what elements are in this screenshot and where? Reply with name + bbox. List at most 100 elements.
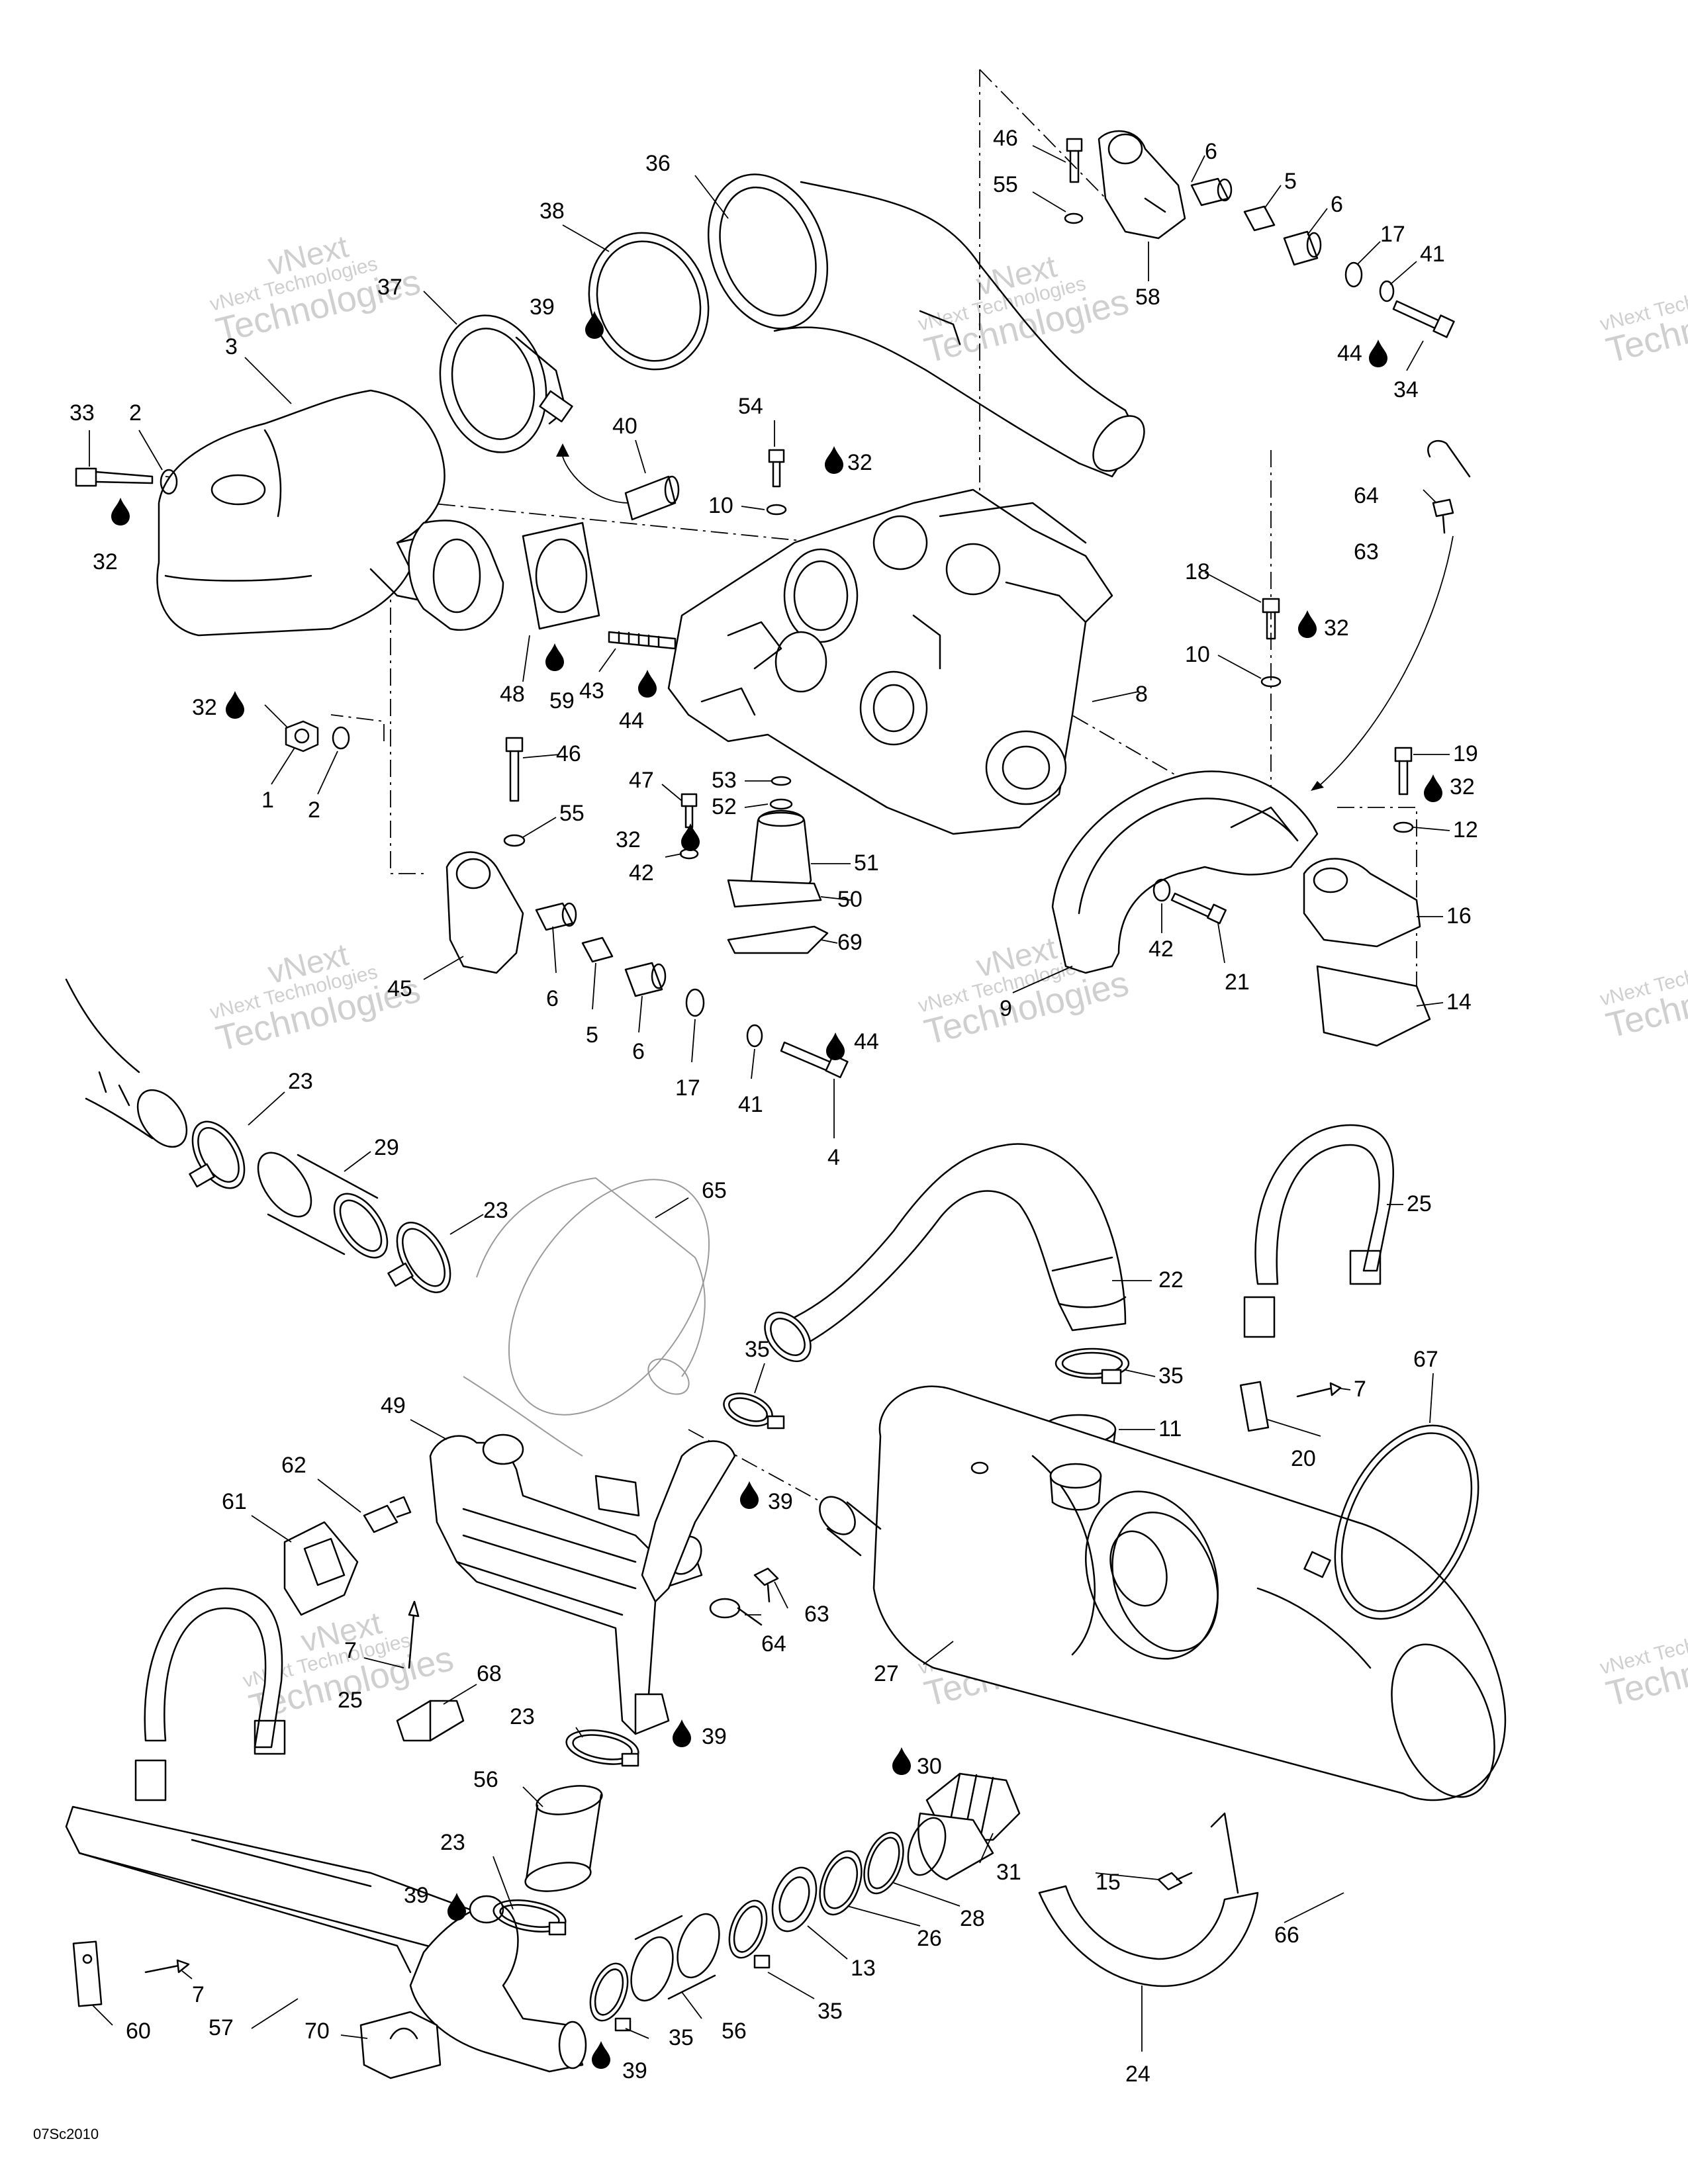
callout-5-mid: 5: [586, 1023, 598, 1048]
plate-14: [1316, 965, 1431, 1047]
callout-5-upper: 5: [1284, 169, 1297, 194]
callout-31: 31: [996, 1860, 1021, 1885]
callout-52: 52: [712, 794, 737, 819]
callout-14: 14: [1446, 989, 1472, 1015]
tailpipe-31: [907, 1772, 1021, 1881]
callout-22: 22: [1158, 1267, 1184, 1293]
callout-28: 28: [960, 1906, 985, 1931]
callout-35-lower: 35: [669, 2025, 694, 2050]
ring-26: [819, 1850, 863, 1916]
bracket-45: [445, 851, 524, 974]
callout-65: 65: [702, 1178, 727, 1203]
bushing-6-top-b: [1283, 230, 1322, 266]
callout-27: 27: [874, 1661, 899, 1686]
plug-62: [363, 1496, 412, 1533]
oil-drop-icon: [638, 670, 657, 698]
oil-drop-icon: [585, 311, 604, 339]
screw-21: [1170, 892, 1227, 925]
callout-51: 51: [854, 850, 879, 876]
muffler-inlet-pipe: [819, 1496, 882, 1557]
oil-drop-icon: [740, 1481, 759, 1509]
nut-13: [771, 1866, 818, 1933]
clamp-23-d: [492, 1899, 567, 1936]
callout-39-lower-mid: 39: [702, 1724, 727, 1749]
nut-1: [285, 720, 319, 752]
callout-12: 12: [1453, 817, 1478, 842]
washer-53: [771, 776, 792, 786]
oil-drop-icon: [545, 643, 564, 671]
callout-32-center: 32: [616, 827, 641, 852]
oil-drop-icon: [447, 1893, 466, 1921]
pipe-silencer-upper: [634, 1440, 736, 1735]
callout-3: 3: [225, 334, 238, 359]
clamp-band-67: [1303, 1424, 1479, 1620]
bolt-34: [1392, 300, 1455, 338]
callout-33: 33: [70, 400, 95, 426]
washer-42-right: [1152, 878, 1171, 902]
callout-39-mid: 39: [768, 1489, 793, 1514]
callout-17-mid: 17: [675, 1075, 700, 1101]
clip-20: [1239, 1381, 1270, 1432]
callout-39-upper: 39: [530, 295, 555, 320]
washer-52: [769, 798, 793, 810]
hose-22: [764, 1143, 1127, 1363]
callout-35-upper-right: 35: [1158, 1363, 1184, 1388]
watermark: vNext Technologies Technologies: [1598, 273, 1688, 371]
callout-30: 30: [917, 1754, 942, 1779]
watermark: vNext Technologies Technologies: [1598, 1616, 1688, 1714]
washer-10-upper: [766, 504, 787, 516]
callout-20: 20: [1291, 1446, 1316, 1471]
callout-44-upper: 44: [1337, 341, 1362, 366]
muffler-outlet-pipe: [1049, 1463, 1102, 1511]
callout-32-left: 32: [93, 549, 118, 574]
callout-7-mid: 7: [344, 1638, 357, 1663]
screw-63-lower: [753, 1567, 779, 1603]
lubricant-icons: [111, 311, 1442, 2069]
engine-mount-16: [1303, 858, 1421, 948]
callout-55-lower: 55: [559, 801, 585, 826]
plate-50: [727, 879, 822, 908]
callout-34: 34: [1393, 377, 1419, 402]
callout-13: 13: [851, 1956, 876, 1981]
callout-50: 50: [837, 887, 863, 912]
diagram-code: 07Sc2010: [33, 2126, 99, 2142]
clamp-35-left: [723, 1392, 785, 1430]
callout-6-upper-a: 6: [1205, 139, 1217, 164]
rivet-7-mid: [408, 1600, 420, 1669]
callout-25-left: 25: [338, 1688, 363, 1713]
callout-8: 8: [1135, 682, 1148, 707]
oil-drop-icon: [1369, 340, 1387, 367]
washer-17-top: [1344, 261, 1363, 288]
spacer-48: [408, 520, 504, 631]
clamp-35-lower: [589, 1962, 632, 2032]
callout-17-upper: 17: [1380, 222, 1405, 247]
callout-46-lower: 46: [556, 741, 581, 766]
tie-64-upper: [1427, 439, 1471, 478]
callout-35-lower-mid: 35: [818, 1999, 843, 2024]
callout-7-right: 7: [1354, 1377, 1366, 1402]
callout-32-upper-center: 32: [847, 450, 872, 475]
callout-23-d: 23: [440, 1830, 465, 1855]
oil-drop-icon: [681, 823, 700, 851]
oil-drop-icon: [673, 1719, 691, 1747]
callout-44-lower: 44: [854, 1029, 879, 1054]
callout-58: 58: [1135, 285, 1160, 310]
washer-55-lower: [503, 834, 526, 847]
callout-1: 1: [261, 788, 274, 813]
callout-53: 53: [712, 768, 737, 793]
clamp-35-mid: [728, 1899, 771, 1969]
oil-drop-icon: [825, 446, 843, 474]
clamp-35-upper: [1055, 1347, 1130, 1385]
callout-16: 16: [1446, 903, 1472, 929]
callout-70: 70: [305, 2019, 330, 2044]
callout-62: 62: [281, 1453, 306, 1478]
callout-41-mid: 41: [738, 1092, 763, 1117]
leader-lines: [89, 145, 1450, 2052]
callout-63-upper: 63: [1354, 539, 1379, 565]
callout-6-mid-b: 6: [632, 1039, 645, 1064]
hose-29: [257, 1152, 389, 1259]
washer-55-upper: [1064, 212, 1084, 224]
callout-47: 47: [629, 768, 654, 793]
callout-68: 68: [477, 1661, 502, 1686]
callout-61: 61: [222, 1489, 247, 1514]
